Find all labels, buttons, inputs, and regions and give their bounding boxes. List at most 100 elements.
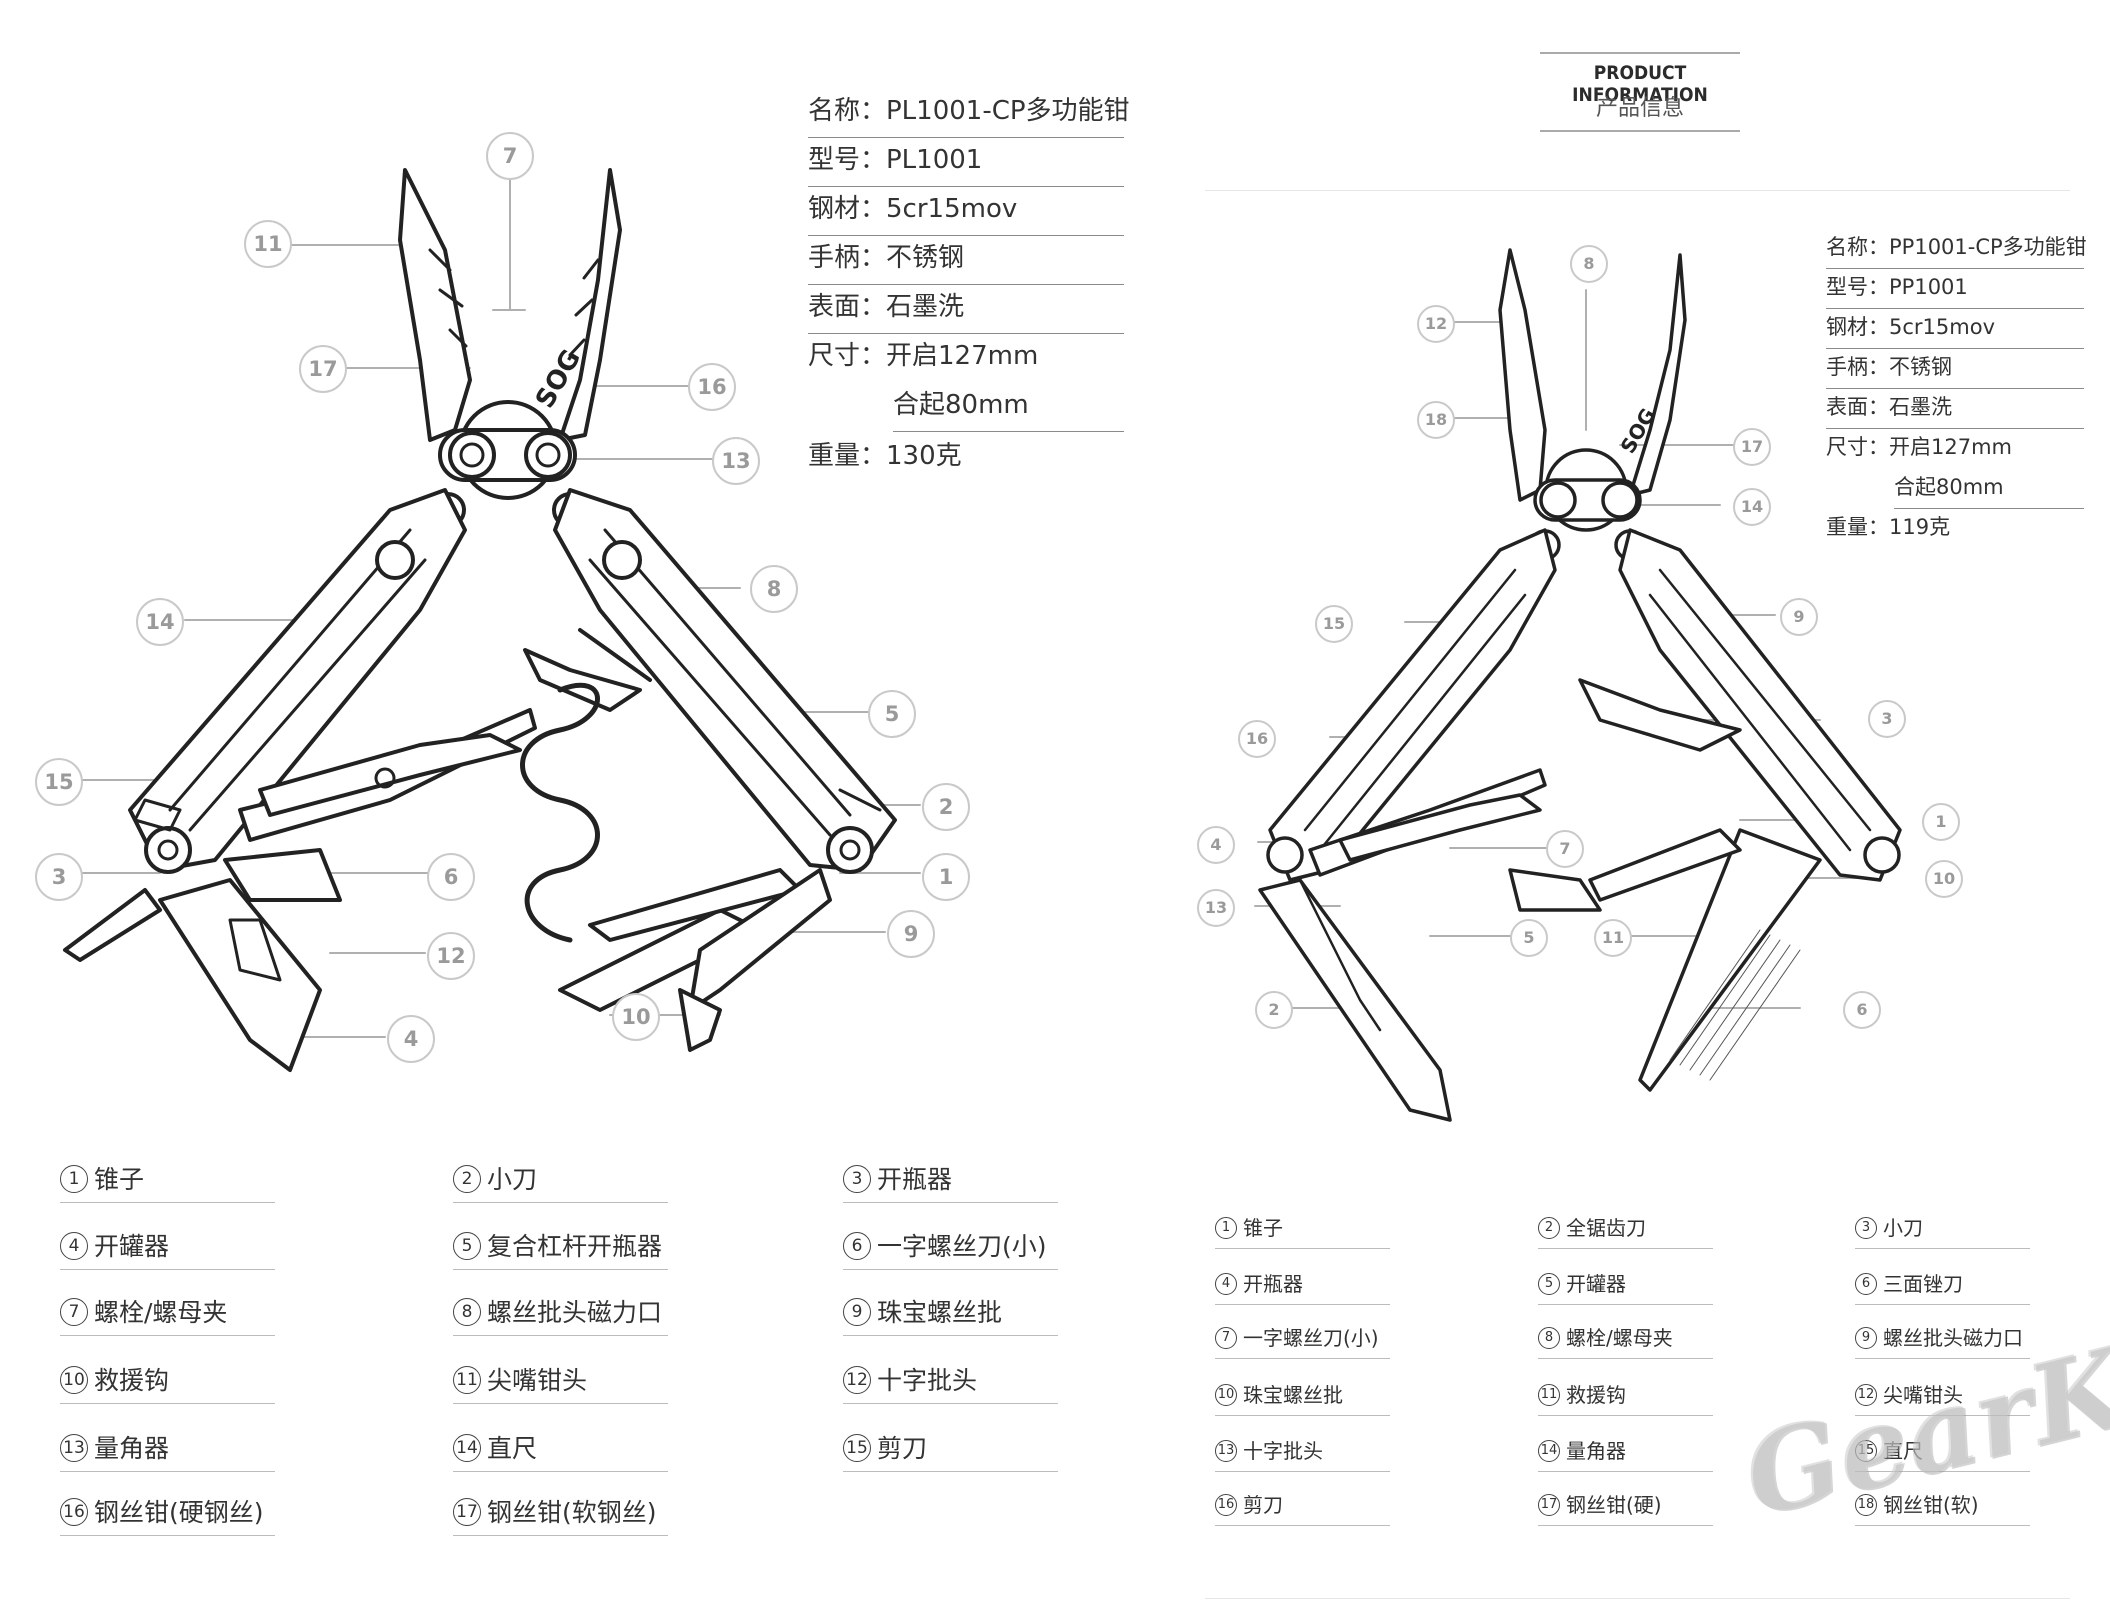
right-file-hatch <box>1669 929 1801 1081</box>
left-part-17-label: 钢丝钳(软钢丝) <box>487 1498 657 1527</box>
right-part-9-num: 9 <box>1855 1326 1877 1349</box>
right-blades <box>1258 678 1822 1122</box>
header-top-rule <box>1540 52 1740 54</box>
left-part-10-label: 救援钩 <box>94 1366 170 1395</box>
right-scissors <box>1308 768 1547 877</box>
right-part-11: 11 救援钩 <box>1538 1377 1713 1416</box>
right-part-17-num: 17 <box>1538 1493 1560 1516</box>
left-callout-5: 5 <box>868 690 916 738</box>
left-part-3-label: 开瓶器 <box>877 1165 953 1194</box>
left-spec-handle: 手柄：不锈钢 <box>808 235 1124 285</box>
right-part-2-num: 2 <box>1538 1216 1560 1239</box>
right-callout-17: 17 <box>1733 428 1771 466</box>
pp1001-diagram: SOG <box>1254 248 1902 1122</box>
right-part-14-num: 14 <box>1538 1439 1560 1462</box>
right-callout-16: 16 <box>1238 720 1276 758</box>
pl1001-diagram: SOG <box>63 168 921 1072</box>
left-callout-13: 13 <box>712 437 760 485</box>
header-title-en: PRODUCT INFORMATION <box>1572 62 1708 106</box>
left-callout-4: 4 <box>387 1015 435 1063</box>
left-spec-model: 型号：PL1001 <box>808 137 1124 187</box>
left-callout-8: 8 <box>750 565 798 613</box>
right-part-2: 2 全锯齿刀 <box>1538 1210 1713 1249</box>
left-blades <box>63 648 832 1072</box>
left-part-8-label: 螺丝批头磁力口 <box>487 1298 663 1327</box>
left-corkscrew <box>520 628 652 943</box>
product-info-header: PRODUCT INFORMATION 产品信息 <box>1540 52 1740 132</box>
right-callout-15: 15 <box>1315 605 1353 643</box>
left-part-14-num: 14 <box>453 1434 481 1462</box>
left-part-7-label: 螺栓/螺母夹 <box>94 1298 228 1327</box>
left-part-5-label: 复合杠杆开瓶器 <box>487 1232 663 1261</box>
left-callout-16: 16 <box>688 363 736 411</box>
right-spec-weight: 重量：119克 <box>1826 515 1951 539</box>
left-part-10-num: 10 <box>60 1366 88 1394</box>
right-part-2-label: 全锯齿刀 <box>1566 1216 1646 1240</box>
left-part-11-label: 尖嘴钳头 <box>487 1366 588 1395</box>
left-part-9-num: 9 <box>843 1298 871 1326</box>
left-spec-weight: 重量：130克 <box>808 441 962 471</box>
right-part-3-num: 3 <box>1855 1216 1877 1239</box>
right-spec-size-open: 尺寸：开启127mm <box>1826 435 2012 459</box>
left-callout-9: 9 <box>887 910 935 958</box>
right-callout-1: 1 <box>1922 803 1960 841</box>
right-part-11-label: 救援钩 <box>1566 1383 1626 1407</box>
right-callout-4: 4 <box>1197 826 1235 864</box>
right-callout-14: 14 <box>1733 488 1771 526</box>
left-handle-right <box>553 488 897 874</box>
left-part-6-num: 6 <box>843 1232 871 1260</box>
left-handle-left <box>128 488 467 874</box>
right-part-8-label: 螺栓/螺母夹 <box>1566 1326 1673 1350</box>
left-callout-10: 10 <box>612 993 660 1041</box>
right-part-6-num: 6 <box>1855 1272 1877 1295</box>
right-handle-right <box>1618 528 1902 882</box>
left-part-12-num: 12 <box>843 1366 871 1394</box>
left-callout-12: 12 <box>427 932 475 980</box>
left-part-13-label: 量角器 <box>94 1434 170 1463</box>
left-part-1-num: 1 <box>60 1165 88 1193</box>
right-part-11-num: 11 <box>1538 1383 1560 1406</box>
right-part-6-label: 三面锉刀 <box>1883 1272 1963 1296</box>
left-part-16-num: 16 <box>60 1498 88 1526</box>
right-part-13-label: 十字批头 <box>1243 1439 1323 1463</box>
right-callout-10: 10 <box>1925 860 1963 898</box>
left-part-14-label: 直尺 <box>487 1434 538 1463</box>
right-part-12-num: 12 <box>1855 1383 1877 1406</box>
left-callout-15: 15 <box>35 758 83 806</box>
left-part-5-num: 5 <box>453 1232 481 1260</box>
right-spec-finish: 表面：石墨洗 <box>1826 388 2084 429</box>
left-part-2-num: 2 <box>453 1165 481 1193</box>
right-spec-name: 名称：PP1001-CP多功能钳 <box>1826 228 2087 269</box>
right-spec-steel: 钢材：5cr15mov <box>1826 308 2084 349</box>
left-part-17-num: 17 <box>453 1498 481 1526</box>
left-part-2-label: 小刀 <box>487 1165 538 1194</box>
left-part-13-num: 13 <box>60 1434 88 1462</box>
header-bottom-rule <box>1540 130 1740 132</box>
left-part-12-label: 十字批头 <box>877 1366 978 1395</box>
right-part-14: 14 量角器 <box>1538 1433 1713 1472</box>
left-part-7-num: 7 <box>60 1298 88 1326</box>
left-callout-6: 6 <box>427 853 475 901</box>
right-part-10-num: 10 <box>1215 1383 1237 1406</box>
left-part-15-num: 15 <box>843 1434 871 1462</box>
left-spec-size-open: 尺寸：开启127mm <box>808 341 1039 371</box>
right-part-3-label: 小刀 <box>1883 1216 1923 1240</box>
right-part-14-label: 量角器 <box>1566 1439 1626 1463</box>
left-part-15-label: 剪刀 <box>877 1434 928 1463</box>
left-part-3-num: 3 <box>843 1165 871 1193</box>
